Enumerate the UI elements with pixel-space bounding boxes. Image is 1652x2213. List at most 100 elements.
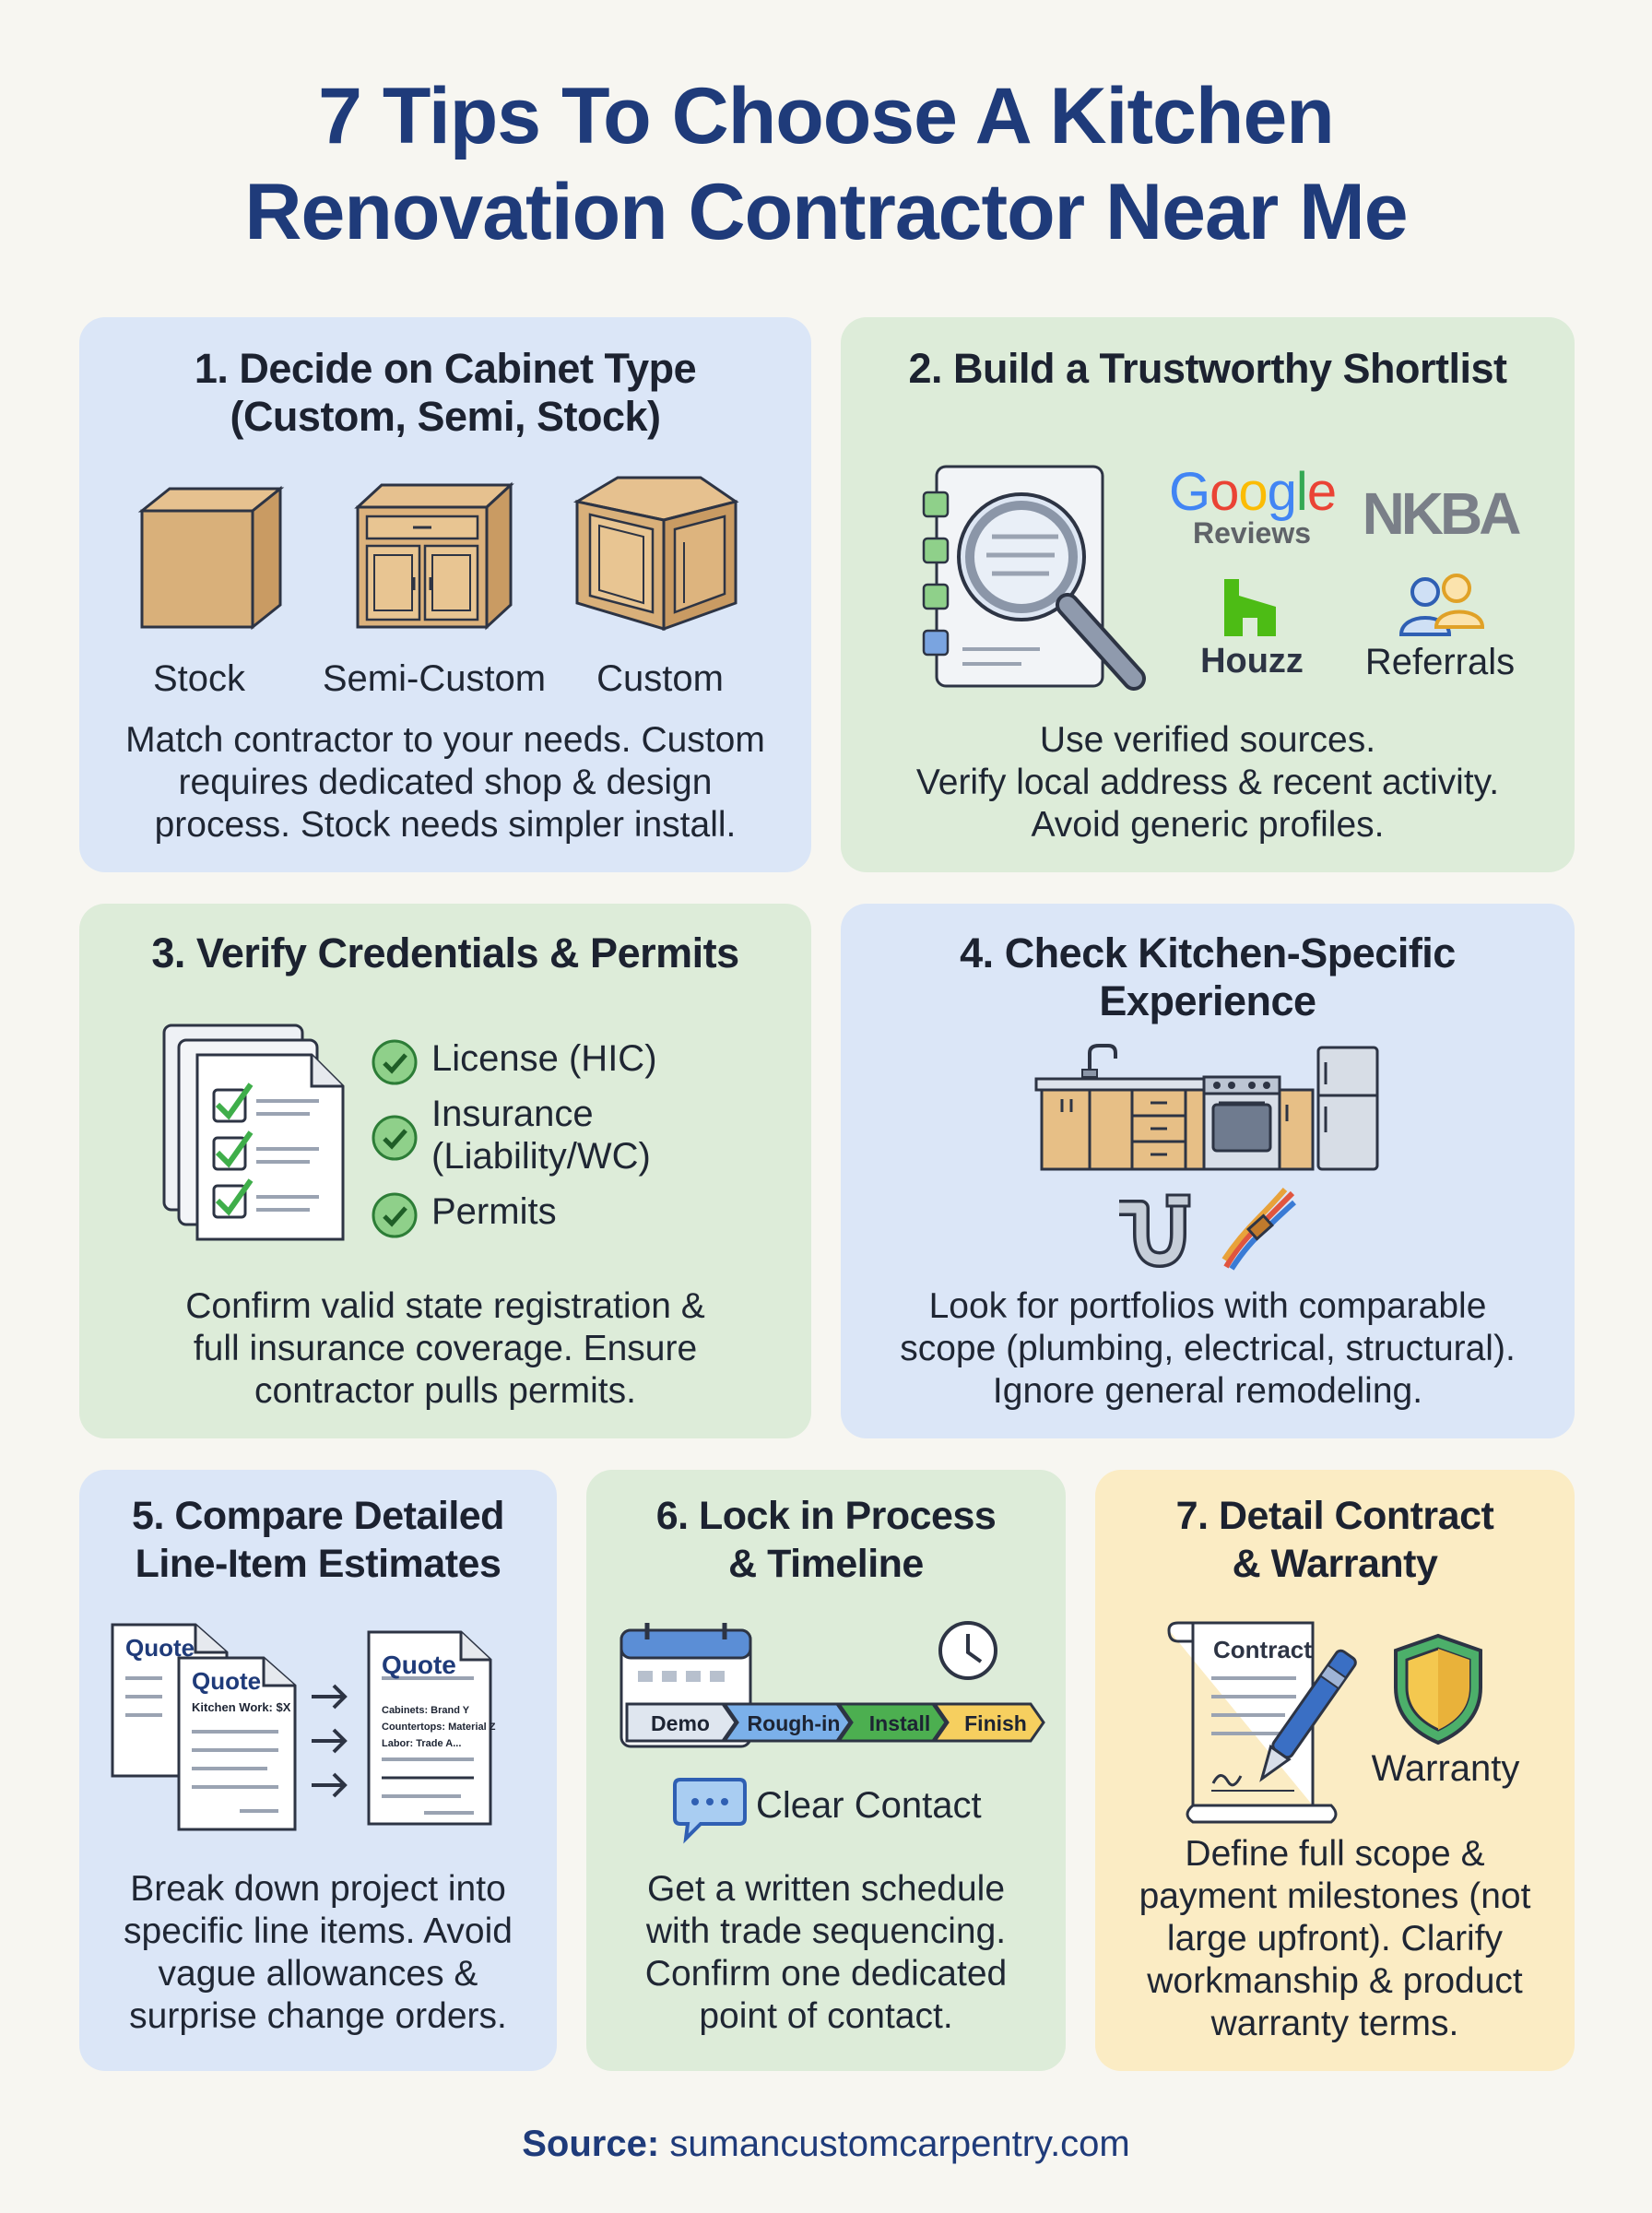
plumbing-pipe-icon bbox=[1119, 1193, 1191, 1268]
tip-4-desc-line: Look for portfolios with comparable bbox=[928, 1286, 1487, 1326]
documents-checklist-icon bbox=[162, 1024, 345, 1241]
check-insurance: Insurance bbox=[431, 1094, 594, 1134]
quote-3-lines: Cabinets: Brand Y Countertops: Material … bbox=[382, 1702, 495, 1752]
tip-1-title: 1. Decide on Cabinet Type (Custom, Semi,… bbox=[79, 345, 811, 441]
label-semi-custom: Semi-Custom bbox=[322, 658, 547, 699]
step-finish: Finish bbox=[964, 1711, 1027, 1735]
magnifier-checklist-icon bbox=[922, 465, 1146, 691]
quotes-comparison-icon bbox=[111, 1623, 492, 1831]
tip-3-desc-line: Confirm valid state registration & bbox=[185, 1286, 705, 1326]
step-demo: Demo bbox=[651, 1711, 710, 1735]
source-label: Source: bbox=[522, 2124, 660, 2164]
tip-7-title-line-1: 7. Detail Contract bbox=[1175, 1494, 1494, 1538]
tip-2-desc-line: Use verified sources. bbox=[1039, 720, 1376, 760]
chat-bubble-icon bbox=[673, 1778, 747, 1844]
label-stock: Stock bbox=[152, 658, 246, 699]
tip-1-desc-line: process. Stock needs simpler install. bbox=[154, 805, 737, 845]
tip-7-desc-line: workmanship & product bbox=[1147, 1961, 1523, 2001]
quote-3-line: Labor: Trade A... bbox=[382, 1738, 462, 1749]
tip-1-desc-line: requires dedicated shop & design bbox=[178, 763, 713, 802]
tip-5-description: Break down project into specific line it… bbox=[79, 1868, 557, 2038]
houzz-logo-icon bbox=[1224, 579, 1276, 636]
tip-2-title-line-1: 2. Build a Trustworthy Shortlist bbox=[908, 345, 1507, 392]
tip-5-desc-line: Break down project into bbox=[130, 1869, 506, 1909]
tip-7-description: Define full scope & payment milestones (… bbox=[1095, 1833, 1575, 2045]
warranty-shield-icon bbox=[1394, 1633, 1482, 1746]
tip-1-description: Match contractor to your needs. Custom r… bbox=[79, 719, 811, 846]
tip-4-desc-line: scope (plumbing, electrical, structural)… bbox=[900, 1329, 1516, 1368]
stock-cabinet-icon bbox=[137, 485, 285, 631]
tip-6-desc-line: point of contact. bbox=[699, 1996, 953, 2036]
kitchen-icon bbox=[1034, 1044, 1379, 1171]
tip-3-title-line-1: 3. Verify Credentials & Permits bbox=[151, 929, 739, 976]
check-circle-icon bbox=[372, 1039, 418, 1085]
tip-4-description: Look for portfolios with comparable scop… bbox=[841, 1285, 1575, 1413]
clear-contact-label: Clear Contact bbox=[756, 1785, 982, 1826]
tip-card-1: 1. Decide on Cabinet Type (Custom, Semi,… bbox=[79, 317, 811, 872]
tip-7-desc-line: large upfront). Clarify bbox=[1166, 1919, 1504, 1959]
check-permits: Permits bbox=[431, 1191, 557, 1232]
tip-6-desc-line: Confirm one dedicated bbox=[644, 1954, 1008, 1994]
tip-4-desc-line: Ignore general remodeling. bbox=[992, 1371, 1423, 1411]
tip-card-7: 7. Detail Contract & Warranty Contract W… bbox=[1095, 1470, 1575, 2071]
tip-2-description: Use verified sources. Verify local addre… bbox=[841, 719, 1575, 846]
tip-5-title-line-1: 5. Compare Detailed bbox=[132, 1494, 504, 1538]
timeline-steps bbox=[625, 1702, 1045, 1743]
tip-7-title-line-2: & Warranty bbox=[1232, 1542, 1438, 1586]
tip-5-desc-line: surprise change orders. bbox=[129, 1996, 507, 2036]
tip-card-3: 3. Verify Credentials & Permits License … bbox=[79, 904, 811, 1438]
tip-4-title: 4. Check Kitchen-Specific Experience bbox=[841, 929, 1575, 1025]
title-line-2: Renovation Contractor Near Me bbox=[244, 168, 1408, 256]
check-circle-icon bbox=[372, 1115, 418, 1161]
tip-7-desc-line: payment milestones (not bbox=[1139, 1876, 1531, 1916]
tip-7-desc-line: warranty terms. bbox=[1210, 2004, 1459, 2043]
referrals-label: Referrals bbox=[1364, 642, 1516, 682]
tip-7-desc-line: Define full scope & bbox=[1185, 1834, 1485, 1874]
tip-6-title-line-2: & Timeline bbox=[728, 1542, 924, 1586]
tip-5-desc-line: vague allowances & bbox=[158, 1954, 478, 1994]
tip-5-title: 5. Compare Detailed Line-Item Estimates bbox=[79, 1492, 557, 1588]
tip-5-title-line-2: Line-Item Estimates bbox=[135, 1542, 502, 1586]
tip-2-desc-line: Avoid generic profiles. bbox=[1031, 805, 1385, 845]
tip-card-4: 4. Check Kitchen-Specific Experience bbox=[841, 904, 1575, 1438]
electrical-wires-icon bbox=[1221, 1188, 1296, 1271]
label-custom: Custom bbox=[596, 658, 724, 699]
tip-4-title-line-2: Experience bbox=[1099, 977, 1316, 1024]
tip-3-description: Confirm valid state registration & full … bbox=[79, 1285, 811, 1413]
tip-1-title-line-2: (Custom, Semi, Stock) bbox=[230, 393, 661, 440]
tip-1-title-line-1: 1. Decide on Cabinet Type bbox=[194, 345, 697, 392]
quote-2-line: Kitchen Work: $X bbox=[192, 1700, 291, 1714]
google-wordmark: Google bbox=[1169, 462, 1337, 522]
warranty-label: Warranty bbox=[1371, 1748, 1520, 1789]
tip-card-6: 6. Lock in Process & Timeline Demo Rough… bbox=[586, 1470, 1066, 2071]
tip-2-desc-line: Verify local address & recent activity. bbox=[915, 763, 1500, 802]
quote-2-label: Quote bbox=[192, 1667, 262, 1695]
tip-3-title: 3. Verify Credentials & Permits bbox=[79, 929, 811, 977]
tip-6-title: 6. Lock in Process & Timeline bbox=[586, 1492, 1066, 1588]
contract-label: Contract bbox=[1213, 1636, 1312, 1663]
tip-card-2: 2. Build a Trustworthy Shortlist Google … bbox=[841, 317, 1575, 872]
semi-custom-cabinet-icon bbox=[354, 481, 514, 631]
quote-3-line: Countertops: Material Z bbox=[382, 1722, 496, 1733]
page-title: 7 Tips To Choose A Kitchen Renovation Co… bbox=[0, 68, 1652, 260]
source-credit: Source: sumancustomcarpentry.com bbox=[0, 2124, 1652, 2165]
contract-scroll-pen-icon bbox=[1167, 1621, 1357, 1824]
nkba-logo: NKBA bbox=[1362, 480, 1522, 547]
google-reviews-logo: Google Reviews bbox=[1169, 462, 1337, 550]
quote-3-label: Quote bbox=[382, 1651, 456, 1679]
tip-6-description: Get a written schedule with trade sequen… bbox=[586, 1868, 1066, 2038]
step-install: Install bbox=[868, 1711, 931, 1735]
tip-card-5: 5. Compare Detailed Line-Item Estimates … bbox=[79, 1470, 557, 2071]
tip-7-title: 7. Detail Contract & Warranty bbox=[1095, 1492, 1575, 1588]
referrals-people-icon bbox=[1398, 574, 1485, 636]
step-rough-in: Rough-in bbox=[747, 1711, 841, 1735]
source-url[interactable]: sumancustomcarpentry.com bbox=[669, 2124, 1130, 2164]
quote-1-label: Quote bbox=[125, 1634, 195, 1662]
check-circle-icon bbox=[372, 1192, 418, 1238]
houzz-label: Houzz bbox=[1200, 642, 1304, 680]
quote-3-line: Cabinets: Brand Y bbox=[382, 1705, 470, 1716]
tip-3-desc-line: contractor pulls permits. bbox=[254, 1371, 636, 1411]
tip-3-desc-line: full insurance coverage. Ensure bbox=[193, 1329, 698, 1368]
tip-1-desc-line: Match contractor to your needs. Custom bbox=[125, 720, 765, 760]
google-reviews-text: Reviews bbox=[1192, 516, 1312, 550]
